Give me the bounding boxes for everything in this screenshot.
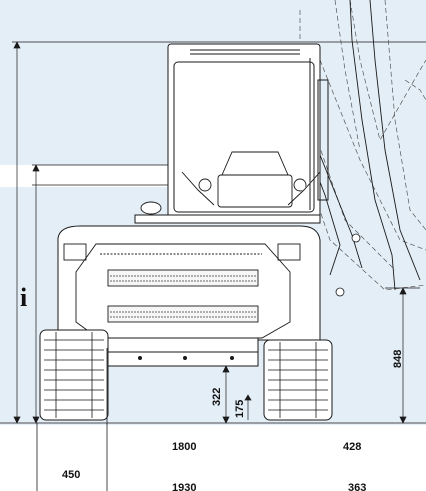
blade-height-dimension — [385, 287, 420, 424]
dim-blade-depth: 175 — [234, 400, 246, 418]
dim-track-width: 450 — [62, 469, 80, 481]
height-marker-label: i — [20, 283, 27, 312]
operator-seat — [140, 151, 321, 215]
dozer-blade — [105, 337, 259, 367]
dim-ground-clearance: 322 — [211, 388, 223, 406]
clearance-dimension — [212, 365, 256, 424]
width-dimension-lines — [36, 348, 108, 491]
dim-side-offset-1: 428 — [343, 441, 361, 453]
dim-side-offset-2: 363 — [348, 482, 366, 491]
dim-track-gauge: 1800 — [172, 441, 196, 453]
right-track — [263, 339, 333, 421]
dim-blade-height: 848 — [392, 350, 404, 368]
dim-overall-width: 1930 — [172, 482, 196, 491]
front-grille — [63, 243, 301, 339]
left-track — [39, 329, 109, 421]
white-notch — [0, 165, 175, 187]
height-reference-line — [32, 164, 175, 424]
